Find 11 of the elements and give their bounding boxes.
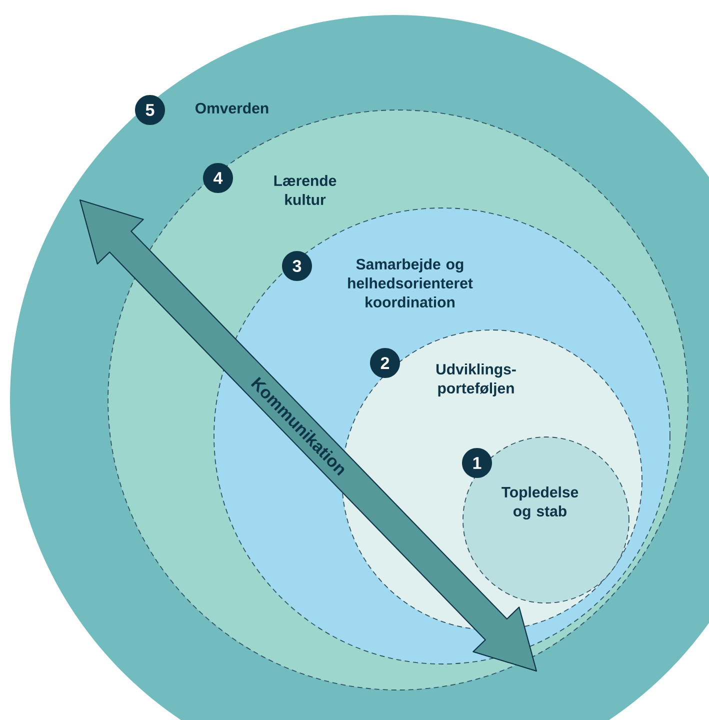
number-badge: 4	[203, 163, 233, 193]
zone-circle	[462, 436, 630, 604]
number-badge: 1	[462, 448, 492, 478]
number-badge: 5	[135, 95, 165, 125]
zone-label: Omverden	[196, 102, 268, 114]
zone-label: Samarbejde og helhedsorienteret koordination	[348, 258, 473, 308]
number-badge: 2	[370, 348, 400, 378]
number-badge: 3	[282, 251, 312, 281]
zone-label: Topledelse og stab	[502, 486, 578, 520]
zone-label: Udviklings-porteføljen	[436, 364, 516, 396]
zone-label: Lærende kultur	[274, 175, 336, 205]
